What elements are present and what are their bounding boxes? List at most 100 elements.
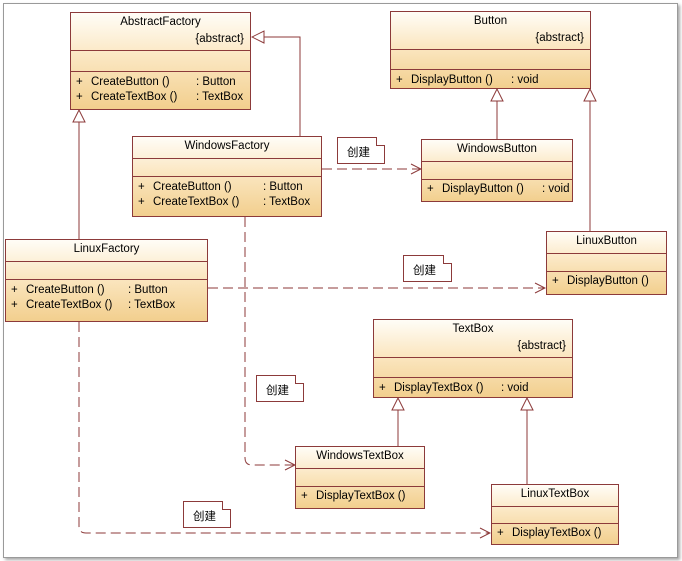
visibility: +: [552, 275, 559, 287]
operation: + CreateButton () : Button: [71, 75, 250, 90]
class-stereotype: {abstract}: [517, 340, 566, 352]
class-header: TextBox {abstract}: [374, 320, 572, 358]
note-text: 创建: [193, 509, 216, 523]
note-create-windowstextbox[interactable]: 创建: [256, 375, 304, 402]
note-fold-corner: [222, 501, 231, 510]
operation-name: CreateTextBox (): [26, 299, 113, 311]
operation-type: : void: [511, 74, 539, 86]
visibility: +: [138, 181, 145, 193]
class-name: LinuxFactory: [73, 243, 140, 255]
class-name: AbstractFactory: [120, 16, 201, 28]
operations-compartment: + DisplayTextBox (): [296, 487, 424, 504]
operation-name: CreateTextBox (): [91, 91, 178, 103]
operations-compartment: + CreateButton () : Button + CreateTextB…: [71, 72, 250, 105]
operation-name: CreateButton (): [153, 181, 232, 193]
attributes-compartment: [391, 50, 590, 70]
attributes-compartment: [71, 51, 250, 72]
class-header: LinuxFactory: [6, 240, 207, 262]
class-stereotype: {abstract}: [195, 33, 244, 45]
note-text: 创建: [413, 263, 436, 277]
visibility: +: [76, 76, 83, 88]
attributes-compartment: [492, 507, 618, 524]
class-header: WindowsTextBox: [296, 447, 424, 469]
operations-compartment: + DisplayButton (): [547, 272, 666, 289]
attributes-compartment: [133, 159, 321, 177]
class-windowsbutton[interactable]: WindowsButton + DisplayButton () : void: [421, 139, 573, 202]
visibility: +: [497, 527, 504, 539]
generalization-windowsfactory-abstractfactory: [252, 37, 301, 136]
operations-compartment: + DisplayTextBox (): [492, 524, 618, 541]
class-header: WindowsButton: [422, 140, 572, 162]
class-header: LinuxTextBox: [492, 485, 618, 507]
visibility: +: [301, 490, 308, 502]
visibility: +: [396, 74, 403, 86]
operation: + CreateTextBox () : TextBox: [6, 298, 207, 313]
class-stereotype: {abstract}: [535, 32, 584, 44]
note-create-linuxtextbox[interactable]: 创建: [183, 501, 231, 528]
class-name: WindowsTextBox: [316, 450, 404, 462]
operation-name: DisplayTextBox (): [512, 527, 602, 539]
operation-name: DisplayTextBox (): [394, 382, 484, 394]
class-header: Button {abstract}: [391, 12, 590, 50]
dependency-windowsfactory-windowstextbox: [244, 217, 295, 465]
attributes-compartment: [296, 469, 424, 487]
operation: + DisplayButton (): [547, 274, 666, 289]
class-windowstextbox[interactable]: WindowsTextBox + DisplayTextBox (): [295, 446, 425, 509]
note-fold-corner: [376, 137, 385, 146]
operations-compartment: + DisplayTextBox () : void: [374, 378, 572, 396]
visibility: +: [138, 196, 145, 208]
class-linuxfactory[interactable]: LinuxFactory + CreateButton () : Button …: [5, 239, 208, 322]
operation-type: : TextBox: [196, 91, 244, 103]
operation-name: DisplayButton (): [442, 183, 524, 195]
operation: + CreateTextBox () : TextBox: [133, 195, 321, 210]
operation-type: : TextBox: [263, 196, 311, 208]
operation-type: : Button: [128, 284, 168, 296]
operation-name: CreateButton (): [91, 76, 170, 88]
visibility: +: [379, 382, 386, 394]
class-name: WindowsFactory: [184, 140, 270, 152]
note-text: 创建: [266, 383, 289, 397]
operation-name: CreateTextBox (): [153, 196, 240, 208]
operation: + CreateButton () : Button: [133, 180, 321, 195]
operation: + DisplayButton () : void: [422, 182, 572, 197]
class-name: LinuxTextBox: [520, 488, 590, 500]
class-windowsfactory[interactable]: WindowsFactory + CreateButton () : Butto…: [132, 136, 322, 217]
class-linuxbutton[interactable]: LinuxButton + DisplayButton (): [546, 231, 667, 295]
note-text: 创建: [347, 145, 370, 159]
operations-compartment: + CreateButton () : Button + CreateTextB…: [133, 177, 321, 210]
operation-type: : TextBox: [128, 299, 176, 311]
operation-type: : Button: [196, 76, 236, 88]
class-name: TextBox: [452, 323, 494, 335]
operation: + DisplayTextBox () : void: [374, 381, 572, 396]
class-header: WindowsFactory: [133, 137, 321, 159]
operation-name: DisplayButton (): [567, 275, 649, 287]
operation-name: CreateButton (): [26, 284, 105, 296]
class-header: AbstractFactory {abstract}: [71, 13, 250, 51]
note-create-linuxbutton[interactable]: 创建: [403, 255, 452, 282]
operation-name: DisplayButton (): [411, 74, 493, 86]
class-header: LinuxButton: [547, 232, 666, 254]
operation: + DisplayTextBox (): [492, 526, 618, 541]
class-linuxtextbox[interactable]: LinuxTextBox + DisplayTextBox (): [491, 484, 619, 545]
note-create-windowsbutton[interactable]: 创建: [337, 137, 385, 164]
class-name: LinuxButton: [576, 235, 637, 247]
class-textbox[interactable]: TextBox {abstract} + DisplayTextBox () :…: [373, 319, 573, 398]
class-button[interactable]: Button {abstract} + DisplayButton () : v…: [390, 11, 591, 89]
operations-compartment: + CreateButton () : Button + CreateTextB…: [6, 280, 207, 313]
operations-compartment: + DisplayButton () : void: [422, 180, 572, 197]
operation: + DisplayTextBox (): [296, 489, 424, 504]
class-abstractfactory[interactable]: AbstractFactory {abstract} + CreateButto…: [70, 12, 251, 110]
attributes-compartment: [422, 162, 572, 180]
operations-compartment: + DisplayButton () : void: [391, 70, 590, 88]
dependency-linuxfactory-linuxtextbox: [78, 322, 490, 533]
note-fold-corner: [443, 255, 452, 264]
attributes-compartment: [547, 254, 666, 272]
visibility: +: [11, 284, 18, 296]
attributes-compartment: [6, 262, 207, 280]
operation-type: : Button: [263, 181, 303, 193]
visibility: +: [427, 183, 434, 195]
operation-type: : void: [501, 382, 529, 394]
operation: + DisplayButton () : void: [391, 73, 590, 88]
operation: + CreateButton () : Button: [6, 283, 207, 298]
